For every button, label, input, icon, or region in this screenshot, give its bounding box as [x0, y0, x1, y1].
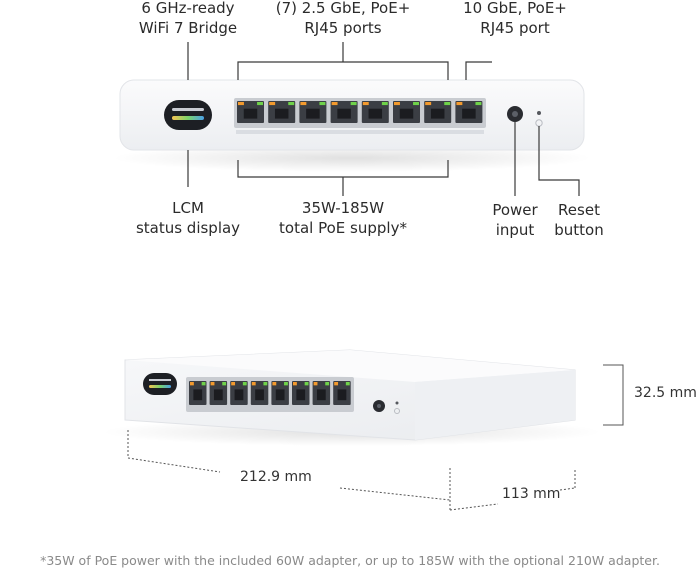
dimension-depth: 113 mm — [502, 486, 561, 502]
rj45-port — [361, 101, 389, 123]
port-led-green — [284, 382, 288, 386]
port-led-orange — [231, 382, 236, 386]
rj45-port — [455, 101, 483, 123]
isometric-view-device — [102, 349, 602, 446]
iso-power-input-jack — [373, 400, 385, 412]
port-led-green — [201, 382, 206, 386]
port-led-orange — [456, 102, 463, 106]
rj45-port-block — [234, 98, 486, 134]
power-input-jack — [507, 106, 523, 122]
port-led-green — [288, 102, 295, 106]
port-led-green — [444, 102, 451, 106]
rj45-port — [237, 101, 264, 123]
dimension-lines — [127, 364, 624, 511]
port-led-orange — [394, 102, 400, 106]
port-led-orange — [190, 382, 194, 386]
rj45-port — [209, 381, 228, 405]
rj45-port — [189, 381, 207, 405]
dimension-width: 212.9 mm — [240, 469, 312, 485]
port-led-orange — [331, 102, 338, 106]
port-led-orange — [334, 382, 339, 386]
port-led-green — [325, 382, 330, 386]
port-led-green — [345, 382, 350, 386]
port-led-orange — [238, 102, 244, 106]
port-led-orange — [362, 102, 369, 106]
rj45-port — [330, 101, 358, 123]
rj45-port — [250, 381, 269, 405]
port-led-green — [242, 382, 247, 386]
rj45-port — [393, 101, 420, 123]
callout-10gbe-port: 10 GbE, PoE+RJ45 port — [463, 0, 567, 37]
port-led-green — [222, 382, 227, 386]
port-led-orange — [300, 102, 307, 106]
iso-rj45-port-block — [186, 377, 354, 412]
port-led-green — [263, 382, 268, 386]
port-led-orange — [425, 102, 432, 106]
rj45-port — [312, 381, 331, 405]
rj45-port — [424, 101, 452, 123]
port-led-orange — [269, 102, 276, 106]
rj45-port — [333, 381, 351, 405]
port-led-orange — [210, 382, 215, 386]
callout-lines — [187, 42, 580, 196]
lcm-display — [164, 100, 212, 130]
port-led-green — [257, 102, 263, 106]
port-led-orange — [251, 382, 256, 386]
iso-reset-button-hole — [394, 401, 400, 414]
rj45-port — [230, 381, 248, 405]
port-led-green — [319, 102, 326, 106]
port-led-orange — [272, 382, 277, 386]
front-view-device — [112, 79, 592, 172]
callout-2-5gbe-ports: (7) 2.5 GbE, PoE+RJ45 ports — [275, 0, 411, 37]
rj45-port — [292, 381, 310, 405]
rj45-port — [299, 101, 327, 123]
iso-lcm-display — [143, 373, 177, 395]
port-led-green — [475, 102, 482, 106]
port-led-green — [381, 102, 388, 106]
dimension-height: 32.5 mm — [634, 385, 697, 401]
port-led-green — [413, 102, 419, 106]
port-led-green — [350, 102, 357, 106]
port-led-orange — [313, 382, 318, 386]
port-led-orange — [293, 382, 297, 386]
footnote: *35W of PoE power with the included 60W … — [40, 553, 660, 568]
rj45-port — [268, 101, 296, 123]
port-led-green — [304, 382, 309, 386]
rj45-port — [271, 381, 289, 405]
